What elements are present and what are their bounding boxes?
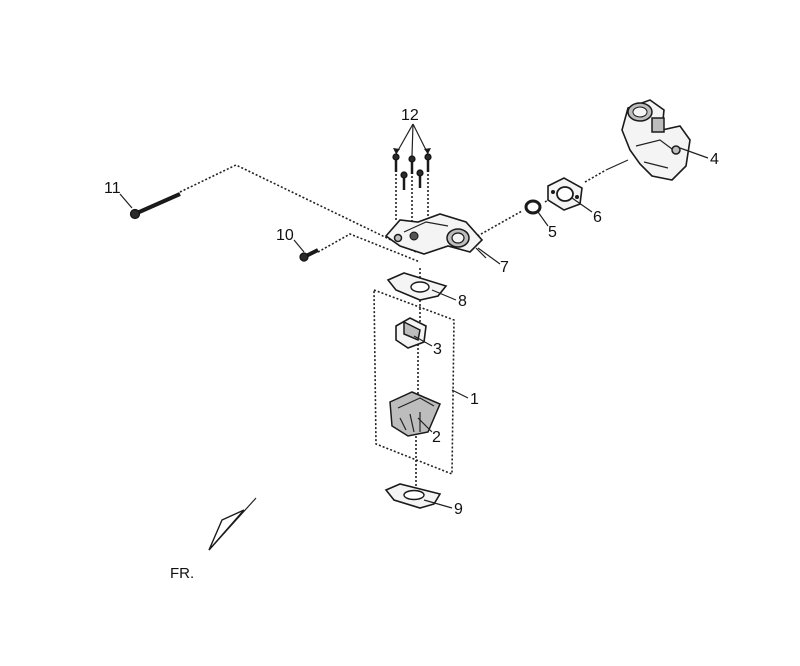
part-10-short-bolt [299, 248, 319, 262]
callout-3: 3 [433, 341, 442, 358]
callout-2: 2 [432, 429, 441, 446]
part-11-long-bolt [129, 192, 181, 220]
callout-10: 10 [276, 227, 294, 244]
assembly-axis-lines [179, 164, 607, 488]
callout-9: 9 [454, 501, 463, 518]
part-6-flange [547, 177, 583, 211]
callout-6: 6 [593, 209, 602, 226]
part-7-intake-manifold [384, 213, 487, 259]
part-3-spacer [395, 317, 427, 349]
leader-lines [119, 123, 709, 509]
callout-4: 4 [710, 151, 719, 168]
callout-11: 11 [104, 180, 121, 197]
part-2-reed-valve [389, 391, 441, 437]
front-direction-arrow [208, 497, 257, 551]
part-4-carburetor [605, 99, 691, 181]
callout-1: 1 [470, 391, 479, 408]
callout-numbers: 1 2 3 4 5 6 7 8 9 10 11 12 FR. [104, 107, 719, 582]
front-label: FR. [170, 565, 194, 582]
part-8-gasket [386, 272, 448, 301]
part-9-gasket [384, 483, 442, 509]
callout-5: 5 [548, 224, 557, 241]
callout-8: 8 [458, 293, 467, 310]
callout-7: 7 [500, 259, 509, 276]
part-5-o-ring [524, 199, 542, 215]
part-1-assembly-group [373, 288, 455, 476]
callout-12: 12 [401, 107, 419, 124]
